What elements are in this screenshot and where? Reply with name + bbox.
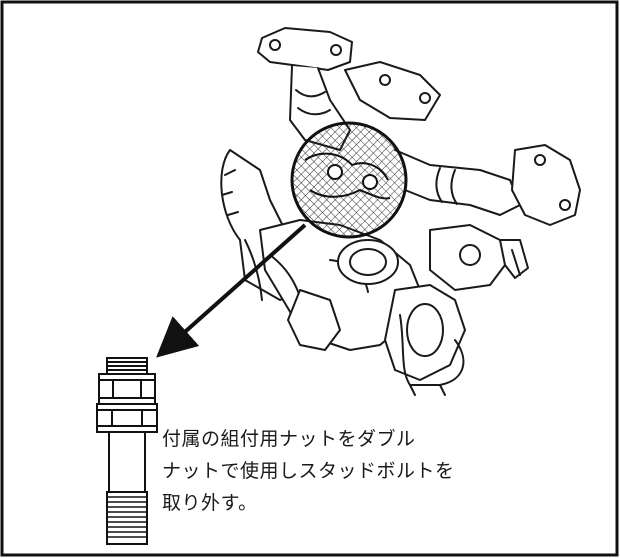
stud-bolt-drawing [96,357,158,545]
caption-line-1: 付属の組付用ナットをダブル [162,428,416,450]
pointer-arrow [156,223,307,358]
instruction-caption: 付属の組付用ナットをダブル ナットで使用しスタッドボルトを 取り外す。 [162,423,492,519]
caption-line-2: ナットで使用しスタッドボルトを [162,460,455,482]
caption-line-3: 取り外す。 [162,492,258,514]
turbocharger-drawing [220,27,581,396]
detail-circle [290,121,408,239]
